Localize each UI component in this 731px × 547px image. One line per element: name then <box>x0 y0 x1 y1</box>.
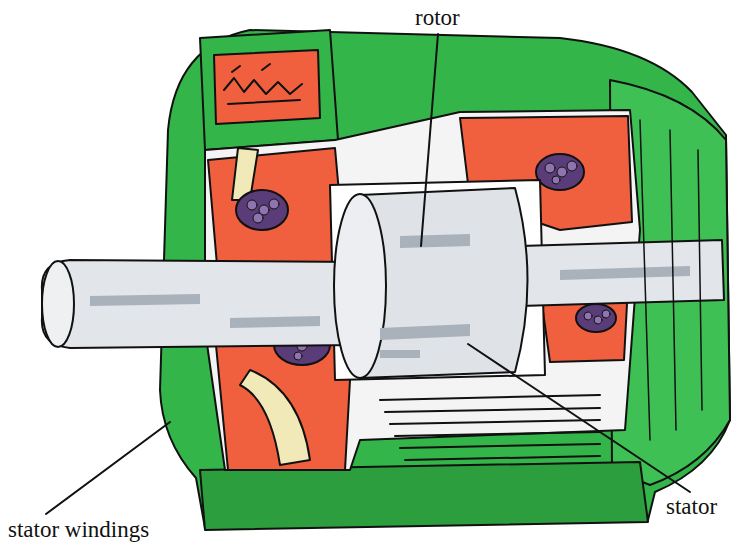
rotor-face <box>334 194 386 378</box>
lead-wires <box>240 370 310 465</box>
part-label: rotor <box>415 6 460 29</box>
rotor-shade <box>380 234 470 358</box>
shaft <box>42 260 360 348</box>
stator-core <box>330 180 545 380</box>
winding-section <box>236 190 288 230</box>
terminal-box <box>200 30 338 150</box>
shaft-shade <box>560 266 690 280</box>
winding-section <box>576 304 616 332</box>
shaft-shade <box>90 294 320 328</box>
terminal-interior <box>214 50 320 124</box>
cap-ribs <box>640 120 702 440</box>
shaft-end <box>42 261 74 347</box>
leader-line <box>468 344 690 492</box>
leader-line <box>46 422 170 514</box>
cooling-fins <box>380 395 600 460</box>
terminals <box>224 64 302 104</box>
motor-feet <box>200 462 648 530</box>
part-label: stator windings <box>8 518 149 541</box>
leader-line <box>421 34 438 246</box>
part-label: stator <box>666 495 717 518</box>
shaft <box>520 240 724 306</box>
winding-section <box>536 154 584 190</box>
